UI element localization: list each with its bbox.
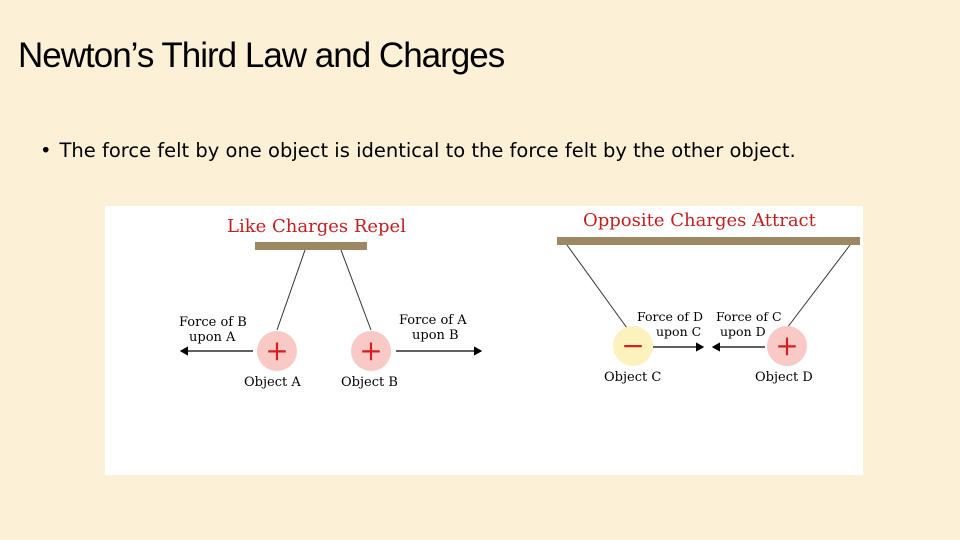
- thread-d: [786, 244, 851, 329]
- object-c-label: Object C: [604, 370, 661, 385]
- object-a-ball: [257, 331, 297, 371]
- bullet-dot: •: [40, 139, 52, 162]
- slide-title: Newton’s Third Law and Charges: [18, 36, 505, 75]
- force-b-on-a-line2: upon A: [189, 330, 236, 345]
- left-support-bar: [255, 242, 367, 250]
- like-charges-heading: Like Charges Repel: [227, 216, 406, 237]
- thread-c: [566, 244, 628, 329]
- force-b-on-a-line1: Force of B: [179, 315, 247, 330]
- bullet-text: The force felt by one object is identica…: [59, 139, 796, 162]
- charges-diagram-panel: Like Charges Repel + + Force of B upon A…: [105, 206, 863, 475]
- object-b-ball: [351, 331, 391, 371]
- object-b-label: Object B: [341, 375, 398, 390]
- object-d-label: Object D: [755, 370, 813, 385]
- force-c-on-d-line2: upon D: [720, 324, 766, 339]
- force-c-on-d-line1: Force of C: [716, 309, 782, 324]
- object-c-ball: [613, 326, 653, 366]
- force-a-on-b-line1: Force of A: [399, 313, 467, 328]
- thread-b: [340, 249, 372, 331]
- object-c-charge: −: [621, 329, 644, 362]
- bullet-point: • The force felt by one object is identic…: [40, 139, 796, 162]
- object-d-ball: [767, 326, 807, 366]
- object-b-charge: +: [359, 334, 382, 367]
- thread-a: [276, 249, 306, 331]
- opposite-charges-heading: Opposite Charges Attract: [583, 210, 817, 231]
- right-support-bar: [557, 237, 860, 245]
- force-a-on-b-line2: upon B: [412, 328, 459, 343]
- force-d-on-c-line2: upon C: [656, 324, 701, 339]
- force-d-on-c-line1: Force of D: [637, 309, 703, 324]
- object-a-charge: +: [265, 334, 288, 367]
- object-d-charge: +: [775, 329, 798, 362]
- object-a-label: Object A: [244, 375, 301, 390]
- charges-diagram: Like Charges Repel + + Force of B upon A…: [179, 210, 860, 390]
